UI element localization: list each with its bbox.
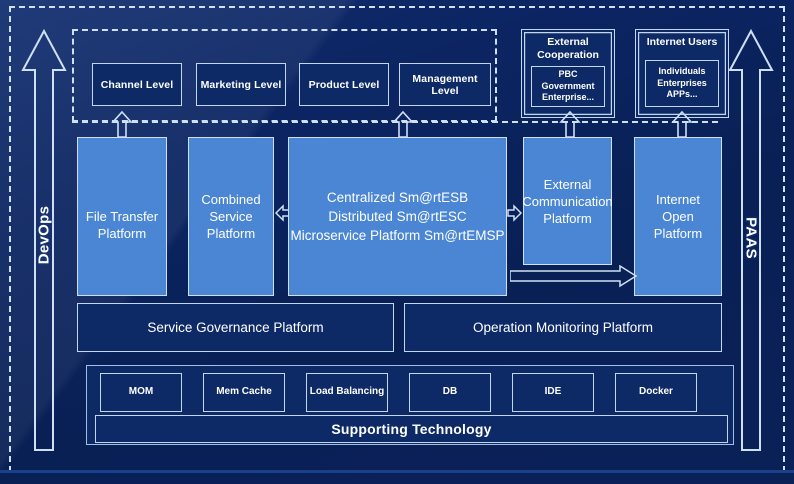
bottom-rule bbox=[0, 470, 794, 473]
platform-line-2: Distributed Sm@rtESC bbox=[328, 209, 467, 224]
right-arrow-center-to-external bbox=[507, 203, 523, 228]
level-box-management[interactable]: Management Level bbox=[399, 63, 491, 106]
tech-box-db[interactable]: DB bbox=[409, 373, 491, 412]
operation-monitoring-platform[interactable]: Operation Monitoring Platform bbox=[404, 303, 722, 352]
tech-label: Load Balancing bbox=[309, 386, 385, 398]
devops-label: DevOps bbox=[35, 205, 53, 265]
governance-label: Operation Monitoring Platform bbox=[472, 320, 654, 335]
tech-box-ide[interactable]: IDE bbox=[512, 373, 594, 412]
service-governance-platform[interactable]: Service Governance Platform bbox=[77, 303, 394, 352]
platform-file-transfer[interactable]: File Transfer Platform bbox=[77, 137, 167, 296]
tech-label: Docker bbox=[639, 386, 673, 398]
external-cooperation-detail: PBC Government Enterprise... bbox=[531, 66, 605, 107]
paas-label: PAAS bbox=[742, 217, 760, 259]
tech-label: DB bbox=[442, 386, 458, 398]
tech-box-mem-cache[interactable]: Mem Cache bbox=[203, 373, 285, 412]
internet-users-box[interactable]: Internet Users Individuals Enterprises A… bbox=[635, 29, 729, 118]
supporting-technology-label: Supporting Technology bbox=[331, 421, 492, 437]
tech-box-docker[interactable]: Docker bbox=[615, 373, 697, 412]
paas-up-arrow bbox=[727, 28, 775, 453]
platform-line-3: Microservice Platform Sm@rtEMSP bbox=[290, 228, 505, 243]
tech-label: MOM bbox=[128, 386, 154, 398]
level-box-marketing[interactable]: Marketing Level bbox=[196, 63, 286, 106]
tech-label: IDE bbox=[544, 386, 562, 398]
supporting-technology-bar[interactable]: Supporting Technology bbox=[95, 415, 728, 443]
governance-label: Service Governance Platform bbox=[147, 320, 324, 335]
external-cooperation-title: External Cooperation bbox=[537, 36, 599, 61]
level-box-product[interactable]: Product Level bbox=[299, 63, 389, 106]
level-label: Channel Level bbox=[100, 78, 174, 91]
internet-users-detail: Individuals Enterprises APPs... bbox=[645, 60, 719, 107]
tech-label: Mem Cache bbox=[216, 386, 272, 398]
tech-box-load-balancing[interactable]: Load Balancing bbox=[306, 373, 388, 412]
platform-label: File Transfer Platform bbox=[85, 209, 159, 241]
level-label: Management Level bbox=[412, 72, 478, 97]
platform-esb-esc-emsp[interactable]: Centralized Sm@rtESB Distributed Sm@rtES… bbox=[288, 137, 507, 296]
internet-users-title: Internet Users bbox=[646, 36, 718, 48]
tech-box-mom[interactable]: MOM bbox=[100, 373, 182, 412]
platform-line-1: Centralized Sm@rtESB bbox=[326, 190, 469, 205]
level-box-channel[interactable]: Channel Level bbox=[92, 63, 182, 106]
level-label: Product Level bbox=[308, 78, 380, 91]
external-cooperation-box[interactable]: External Cooperation PBC Government Ente… bbox=[521, 29, 615, 118]
level-label: Marketing Level bbox=[200, 78, 282, 91]
devops-up-arrow bbox=[20, 28, 68, 453]
long-right-arrow-to-internet-open bbox=[509, 264, 638, 294]
